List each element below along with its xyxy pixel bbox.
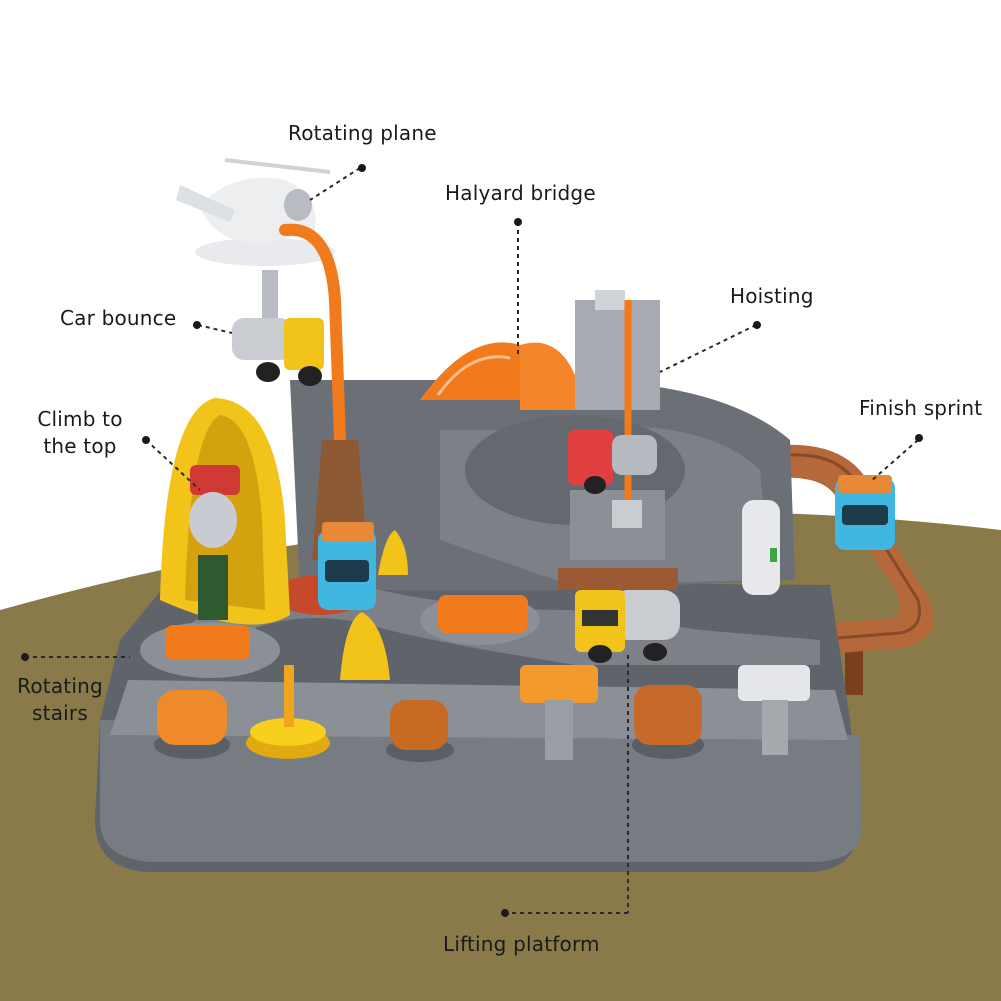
car-bounce-truck (232, 318, 324, 386)
tanker-truck (575, 590, 680, 663)
yellow-cone-2 (378, 530, 408, 575)
lifting-platform-plate (558, 568, 678, 590)
label-stairs-line2: stairs (32, 701, 88, 725)
center-blue-bus (318, 522, 376, 610)
hoisting-crane (568, 290, 660, 528)
rotating-stairs-block (165, 625, 250, 660)
label-finish-sprint: Finish sprint (859, 396, 983, 420)
leader-dots (21, 164, 923, 917)
label-lifting-platform: Lifting platform (443, 932, 600, 956)
label-hoisting: Hoisting (730, 284, 814, 308)
label-climb-line1: Climb to (37, 407, 123, 431)
label-rotating-plane: Rotating plane (288, 121, 437, 145)
label-stairs-line1: Rotating (17, 674, 103, 698)
rotating-plane-helicopter (176, 158, 335, 340)
label-car-bounce: Car bounce (60, 306, 177, 330)
white-tower (742, 500, 780, 595)
label-halyard-bridge: Halyard bridge (445, 181, 596, 205)
yellow-cone (340, 612, 390, 680)
orange-block (438, 595, 528, 633)
label-rotating-stairs: Rotating stairs (12, 673, 108, 727)
label-climb-line2: the top (43, 434, 117, 458)
label-climb-to-the-top: Climb to the top (34, 406, 126, 460)
orange-pipe (279, 223, 346, 446)
leader-lines (25, 167, 919, 914)
finish-sprint-bus (835, 475, 895, 550)
climb-ramp (160, 398, 290, 625)
front-buttons (154, 665, 810, 762)
halyard-bridge (420, 342, 585, 410)
